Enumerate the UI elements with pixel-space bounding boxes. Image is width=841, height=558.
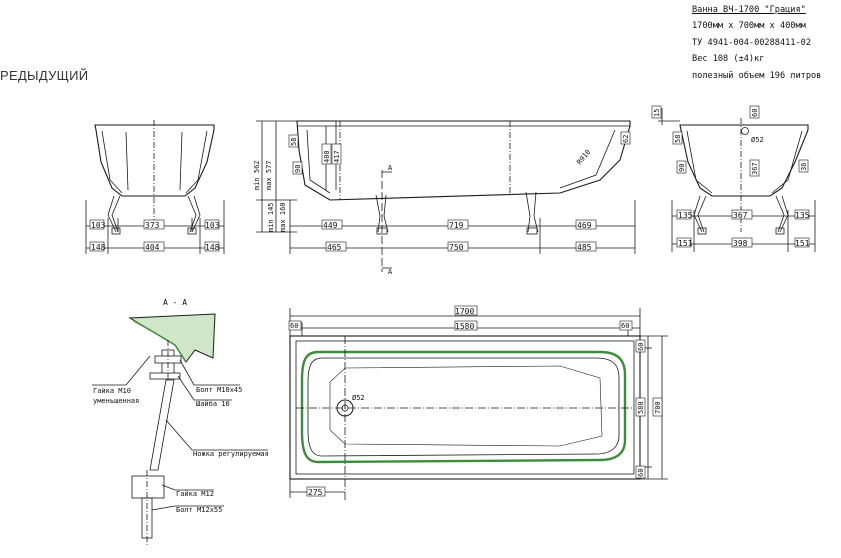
label-adjustable-leg: Ножка регулируемая: [193, 450, 269, 458]
dim-end-151-right: 151: [795, 239, 810, 248]
dim-front-148-right: 148: [205, 243, 220, 252]
dim-side-min562: min 562: [253, 160, 261, 190]
label-bolt-m10x45: Болт М10х45: [196, 386, 242, 394]
dim-plan-580: 580: [637, 401, 645, 414]
dim-side-750: 750: [449, 243, 464, 252]
dim-end-15: 15: [653, 109, 661, 117]
dim-end-90: 90: [678, 164, 686, 172]
dim-end-398: 398: [733, 239, 748, 248]
dim-side-485: 485: [577, 243, 592, 252]
front-view: 103 373 103 148 404 148: [85, 120, 225, 254]
label-nut-m10-reduced: уменьшенная: [93, 397, 139, 405]
dim-side-58: 58: [290, 138, 298, 146]
dim-side-449: 449: [323, 221, 338, 230]
dim-plan-60-right: 60: [621, 322, 629, 330]
plan-view: Ø52 1700 1580 60 60 60 580 700 60: [288, 305, 668, 500]
dim-side-719: 719: [449, 221, 464, 230]
label-nut-m10: Гайка М10: [93, 387, 131, 395]
dim-front-148-left: 148: [91, 243, 106, 252]
nav-previous-link[interactable]: РЕДЫДУЩИЙ: [0, 68, 89, 83]
dim-plan-60-left: 60: [290, 322, 298, 330]
dim-end-151-left: 151: [678, 239, 693, 248]
spec-size: 1700мм х 700мм х 400мм: [692, 21, 806, 32]
dim-side-400: 400: [323, 150, 331, 163]
end-view: Ø52 15 60 58 90 367 36 135 367 135 151: [651, 105, 816, 252]
spec-block: Ванна ВЧ-1700 "Грация" 1700мм х 700мм х …: [692, 2, 821, 84]
dim-side-max577: max 577: [265, 160, 273, 190]
dim-side-465: 465: [327, 243, 342, 252]
dim-end-135-left: 135: [678, 211, 693, 220]
dim-side-62: 62: [622, 135, 630, 143]
dim-end-367-vertical: 367: [751, 162, 759, 175]
dim-end-36: 36: [800, 163, 808, 171]
side-view: A A 449 719 469 465 750 485 min 562 max …: [253, 120, 636, 276]
dim-front-103-left: 103: [91, 221, 106, 230]
section-a-a-title: А - А: [163, 298, 187, 307]
section-a-a-view: А - А Гайка М10 уменьшенная Болт М10х45 …: [92, 298, 269, 545]
dim-plan-275: 275: [308, 488, 323, 497]
dim-side-r910: R910: [575, 148, 592, 166]
dim-plan-phi52: Ø52: [352, 394, 365, 402]
dim-plan-60-bottom: 60: [637, 469, 645, 477]
dim-side-469: 469: [577, 221, 592, 230]
dim-end-phi52: Ø52: [751, 136, 764, 144]
dim-front-373: 373: [145, 221, 160, 230]
dim-side-90: 90: [294, 165, 302, 173]
dim-end-60: 60: [751, 109, 759, 117]
dim-end-135-right: 135: [795, 211, 810, 220]
section-mark-a-bottom: A: [388, 268, 393, 276]
dim-plan-700: 700: [654, 401, 662, 414]
section-mark-a-top: A: [388, 164, 393, 172]
dim-side-min145: min 145: [267, 202, 275, 232]
spec-weight: Вес 108 (±4)кг: [692, 54, 765, 65]
dim-side-417: 417: [333, 150, 341, 163]
dim-plan-1580: 1580: [455, 322, 474, 331]
dim-end-367: 367: [733, 211, 748, 220]
spec-tu: ТУ 4941-004-00288411-02: [692, 37, 811, 48]
spec-title: Ванна ВЧ-1700 "Грация": [692, 5, 806, 15]
dim-plan-60-top: 60: [637, 343, 645, 351]
dim-side-max160: max 160: [279, 202, 287, 232]
label-washer-10: Шайба 10: [196, 400, 230, 408]
dim-front-404: 404: [145, 243, 160, 252]
dim-front-103-right: 103: [205, 221, 220, 230]
dim-end-58: 58: [674, 135, 682, 143]
label-nut-m12: Гайка М12: [176, 490, 214, 498]
spec-volume: полезный объем 196 литров: [692, 70, 822, 81]
label-bolt-m12x55: Болт М12х55: [176, 506, 222, 514]
dim-plan-1700: 1700: [455, 307, 474, 316]
